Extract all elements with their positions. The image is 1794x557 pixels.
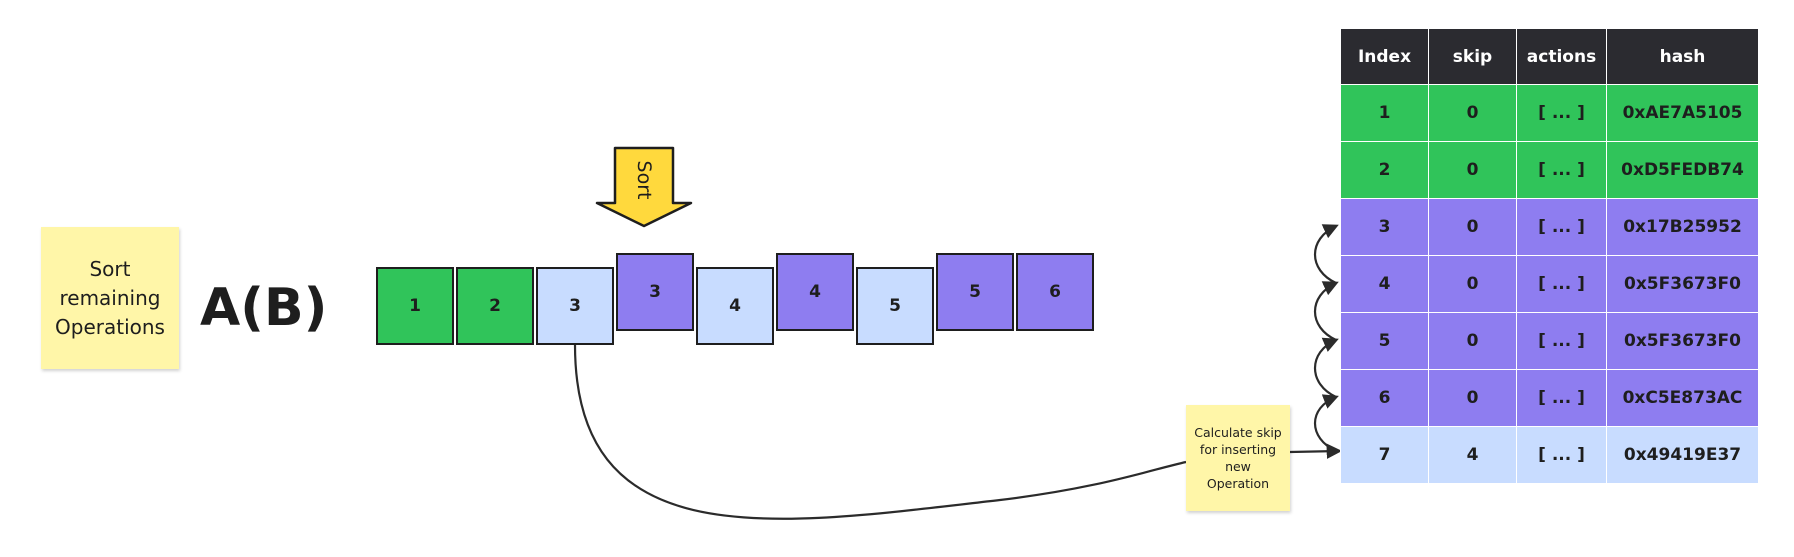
sequence-box: 4: [696, 267, 774, 345]
cell-actions: [ ... ]: [1516, 255, 1607, 313]
cell-skip: 0: [1428, 255, 1517, 313]
cell-skip: 0: [1428, 369, 1517, 427]
cell-index: 4: [1340, 255, 1429, 313]
cell-index: 1: [1340, 84, 1429, 142]
cell-hash: 0x17B25952: [1606, 198, 1759, 256]
skip-arc-4-3: [1313, 224, 1339, 284]
table-header-row: Index skip actions hash: [1340, 28, 1759, 85]
cell-actions: [ ... ]: [1516, 141, 1607, 199]
sticky-note-calculate-skip: Calculate skip for inserting new Operati…: [1186, 405, 1290, 511]
cell-skip: 0: [1428, 312, 1517, 370]
cell-hash: 0xC5E873AC: [1606, 369, 1759, 427]
cell-skip: 0: [1428, 198, 1517, 256]
header-index: Index: [1340, 28, 1429, 85]
sequence-box: 3: [536, 267, 614, 345]
skip-arc-7-6: [1313, 394, 1339, 452]
sort-label: Sort: [633, 160, 655, 200]
cell-skip: 0: [1428, 84, 1517, 142]
cell-actions: [ ... ]: [1516, 426, 1607, 484]
sequence-box: 3: [616, 253, 694, 331]
cell-actions: [ ... ]: [1516, 198, 1607, 256]
skip-arc-5-4: [1313, 281, 1339, 341]
cell-hash: 0xAE7A5105: [1606, 84, 1759, 142]
cell-actions: [ ... ]: [1516, 84, 1607, 142]
cell-index: 3: [1340, 198, 1429, 256]
sticky-note-sort-remaining: Sort remaining Operations: [41, 227, 179, 369]
header-hash: hash: [1606, 28, 1759, 85]
cell-hash: 0x5F3673F0: [1606, 255, 1759, 313]
cell-index: 7: [1340, 426, 1429, 484]
cell-hash: 0x49419E37: [1606, 426, 1759, 484]
header-actions: actions: [1516, 28, 1607, 85]
cell-index: 2: [1340, 141, 1429, 199]
sequence-box: 5: [936, 253, 1014, 331]
skip-arc-6-5: [1313, 337, 1339, 398]
sequence-box: 6: [1016, 253, 1094, 331]
header-skip: skip: [1428, 28, 1517, 85]
formula-label: A(B): [200, 278, 328, 338]
cell-skip: 0: [1428, 141, 1517, 199]
sequence-box: 4: [776, 253, 854, 331]
cell-actions: [ ... ]: [1516, 312, 1607, 370]
cell-actions: [ ... ]: [1516, 369, 1607, 427]
sort-arrow-icon: [595, 146, 693, 228]
cell-index: 5: [1340, 312, 1429, 370]
curve-connector: [573, 344, 1187, 520]
cell-skip: 4: [1428, 426, 1517, 484]
cell-hash: 0x5F3673F0: [1606, 312, 1759, 370]
calc-to-row7-arrow: [1289, 443, 1343, 459]
sequence-box: 2: [456, 267, 534, 345]
sequence-box: 5: [856, 267, 934, 345]
cell-index: 6: [1340, 369, 1429, 427]
cell-hash: 0xD5FEDB74: [1606, 141, 1759, 199]
sequence-box: 1: [376, 267, 454, 345]
